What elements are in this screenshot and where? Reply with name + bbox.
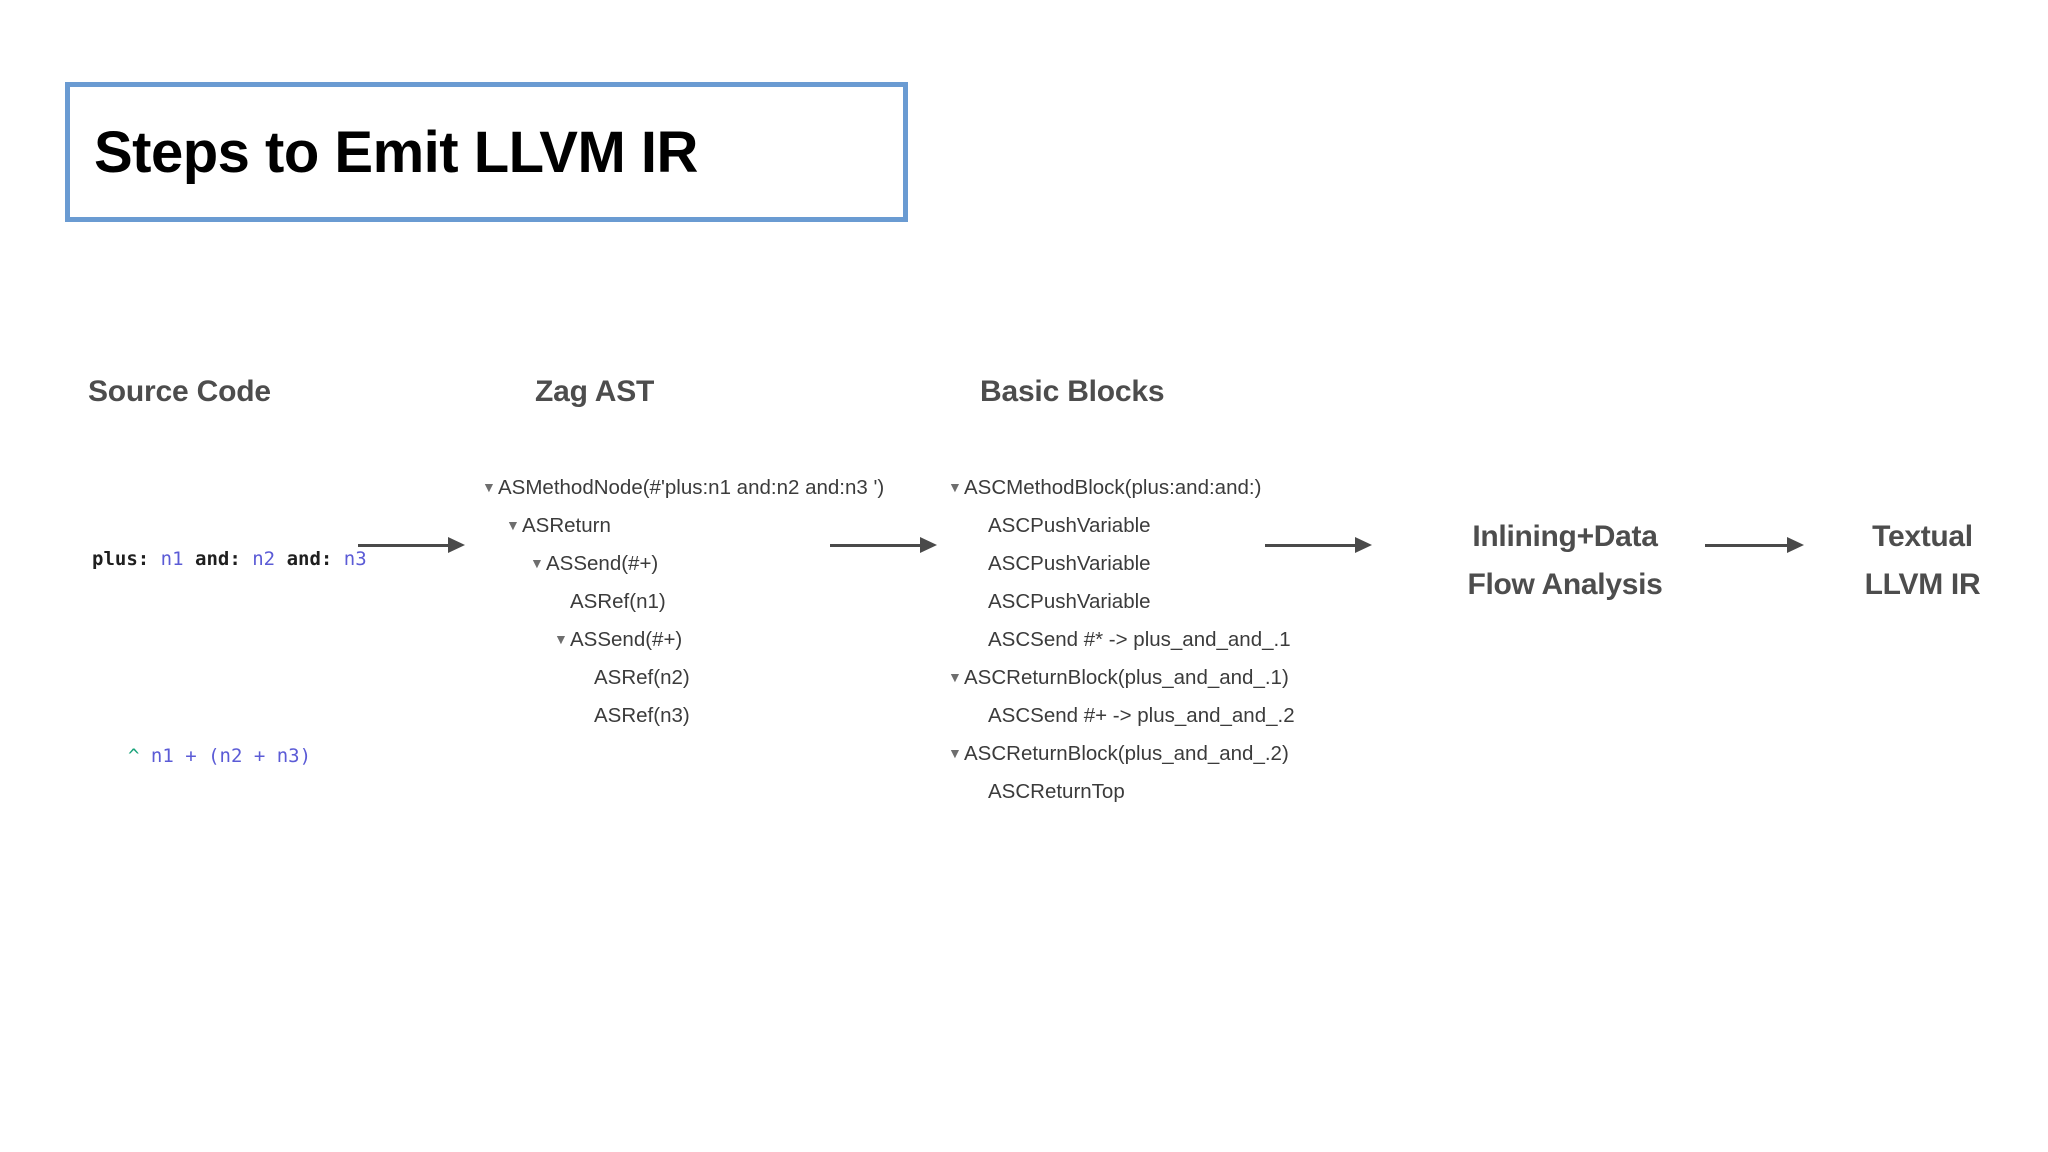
- ast-tree-row[interactable]: ▼ASRef(n2): [482, 658, 884, 696]
- tree-indent-spacer: ▼: [972, 544, 988, 582]
- arrow-shaft: [830, 544, 922, 547]
- tree-node-label: ASReturn: [522, 514, 611, 537]
- tree-node-label: ASCSend #+ -> plus_and_and_.2: [988, 704, 1295, 727]
- tree-indent-spacer: ▼: [578, 696, 594, 734]
- code-space: [332, 548, 343, 570]
- zag-ast-tree: ▼ASMethodNode(#'plus:n1 and:n2 and:n3 ')…: [482, 468, 884, 734]
- basic-block-row[interactable]: ▼ASCReturnTop: [948, 772, 1295, 810]
- code-line-return: ^ n1 + (n2 + n3): [92, 740, 367, 773]
- ast-tree-row[interactable]: ▼ASRef(n1): [482, 582, 884, 620]
- tree-node-label: ASCReturnBlock(plus_and_and_.1): [964, 666, 1289, 689]
- column-heading-source-code: Source Code: [88, 375, 271, 408]
- tree-node-label: ASSend(#+): [570, 628, 683, 651]
- code-token-n2: n2: [252, 548, 276, 570]
- code-space: [241, 548, 252, 570]
- tree-node-label: ASCReturnTop: [988, 780, 1125, 803]
- expand-triangle-icon[interactable]: ▼: [948, 479, 962, 495]
- ast-tree-row[interactable]: ▼ASSend(#+): [482, 544, 884, 582]
- stage-label-inlining-dataflow: Inlining+Data Flow Analysis: [1467, 520, 1663, 601]
- arrow-head: [1787, 537, 1804, 553]
- code-token-plus-keyword: plus:: [92, 548, 150, 570]
- basic-block-row[interactable]: ▼ASCMethodBlock(plus:and:and:): [948, 468, 1295, 506]
- ast-tree-row[interactable]: ▼ASReturn: [482, 506, 884, 544]
- expand-triangle-icon[interactable]: ▼: [554, 631, 568, 647]
- tree-node-label: ASRef(n1): [570, 590, 666, 613]
- tree-node-label: ASCMethodBlock(plus:and:and:): [964, 476, 1262, 499]
- expand-triangle-icon[interactable]: ▼: [506, 517, 520, 533]
- tree-indent-spacer: ▼: [578, 658, 594, 696]
- tree-node-label: ASRef(n2): [594, 666, 690, 689]
- code-token-and-keyword-1: and:: [195, 548, 241, 570]
- tree-node-label: ASMethodNode(#'plus:n1 and:n2 and:n3 '): [498, 476, 885, 499]
- expand-triangle-icon[interactable]: ▼: [482, 479, 496, 495]
- basic-blocks-tree: ▼ASCMethodBlock(plus:and:and:)▼ASCPushVa…: [948, 468, 1295, 810]
- tree-node-label: ASCPushVariable: [988, 514, 1151, 537]
- arrow-source-to-ast-icon: [358, 535, 466, 555]
- ast-tree-row[interactable]: ▼ASMethodNode(#'plus:n1 and:n2 and:n3 '): [482, 468, 884, 506]
- code-token-n1: n1: [160, 548, 184, 570]
- basic-block-row[interactable]: ▼ASCPushVariable: [948, 506, 1295, 544]
- column-heading-zag-ast: Zag AST: [535, 375, 655, 408]
- code-token-and-keyword-2: and:: [286, 548, 333, 570]
- code-space: [149, 548, 160, 570]
- code-token-n3: n3: [343, 548, 367, 570]
- tree-indent-spacer: ▼: [972, 620, 988, 658]
- code-space: [275, 548, 286, 570]
- arrow-shaft: [1265, 544, 1357, 547]
- tree-node-label: ASCSend #* -> plus_and_and_.1: [988, 628, 1291, 651]
- basic-block-row[interactable]: ▼ASCPushVariable: [948, 582, 1295, 620]
- tree-node-label: ASCReturnBlock(plus_and_and_.2): [964, 742, 1289, 765]
- code-line-signature: plus: n1 and: n2 and: n3: [92, 543, 367, 576]
- code-token-return-caret: ^: [128, 745, 140, 767]
- code-blank-line: [92, 642, 367, 674]
- page-title: Steps to Emit LLVM IR: [94, 119, 698, 185]
- tree-indent-spacer: ▼: [972, 582, 988, 620]
- expand-triangle-icon[interactable]: ▼: [948, 669, 962, 685]
- arrow-shaft: [358, 544, 450, 547]
- tree-node-label: ASCPushVariable: [988, 552, 1151, 575]
- arrow-ast-to-blocks-icon: [830, 535, 938, 555]
- tree-node-label: ASRef(n3): [594, 704, 690, 727]
- basic-block-row[interactable]: ▼ASCPushVariable: [948, 544, 1295, 582]
- tree-indent-spacer: ▼: [972, 506, 988, 544]
- tree-indent-spacer: ▼: [972, 772, 988, 810]
- tree-indent-spacer: ▼: [972, 696, 988, 734]
- ast-tree-row[interactable]: ▼ASRef(n3): [482, 696, 884, 734]
- code-token-return-expression: n1 + (n2 + n3): [150, 745, 312, 767]
- code-space: [184, 548, 195, 570]
- basic-block-row[interactable]: ▼ASCSend #* -> plus_and_and_.1: [948, 620, 1295, 658]
- basic-block-row[interactable]: ▼ASCReturnBlock(plus_and_and_.2): [948, 734, 1295, 772]
- stage-label-textual-llvm-ir: Textual LLVM IR: [1864, 520, 1981, 601]
- slide-title-box: Steps to Emit LLVM IR: [65, 82, 908, 222]
- arrow-blocks-to-inlining-icon: [1265, 535, 1373, 555]
- tree-node-label: ASCPushVariable: [988, 590, 1151, 613]
- basic-block-row[interactable]: ▼ASCSend #+ -> plus_and_and_.2: [948, 696, 1295, 734]
- expand-triangle-icon[interactable]: ▼: [530, 555, 544, 571]
- code-space: [139, 745, 150, 767]
- column-heading-basic-blocks: Basic Blocks: [980, 375, 1165, 408]
- arrow-head: [448, 537, 465, 553]
- arrow-head: [1355, 537, 1372, 553]
- arrow-shaft: [1705, 544, 1789, 547]
- ast-tree-row[interactable]: ▼ASSend(#+): [482, 620, 884, 658]
- tree-indent-spacer: ▼: [554, 582, 570, 620]
- source-code-snippet: plus: n1 and: n2 and: n3 ^ n1 + (n2 + n3…: [92, 477, 367, 806]
- expand-triangle-icon[interactable]: ▼: [948, 745, 962, 761]
- tree-node-label: ASSend(#+): [546, 552, 659, 575]
- arrow-inlining-to-textual-icon: [1705, 535, 1805, 555]
- arrow-head: [920, 537, 937, 553]
- basic-block-row[interactable]: ▼ASCReturnBlock(plus_and_and_.1): [948, 658, 1295, 696]
